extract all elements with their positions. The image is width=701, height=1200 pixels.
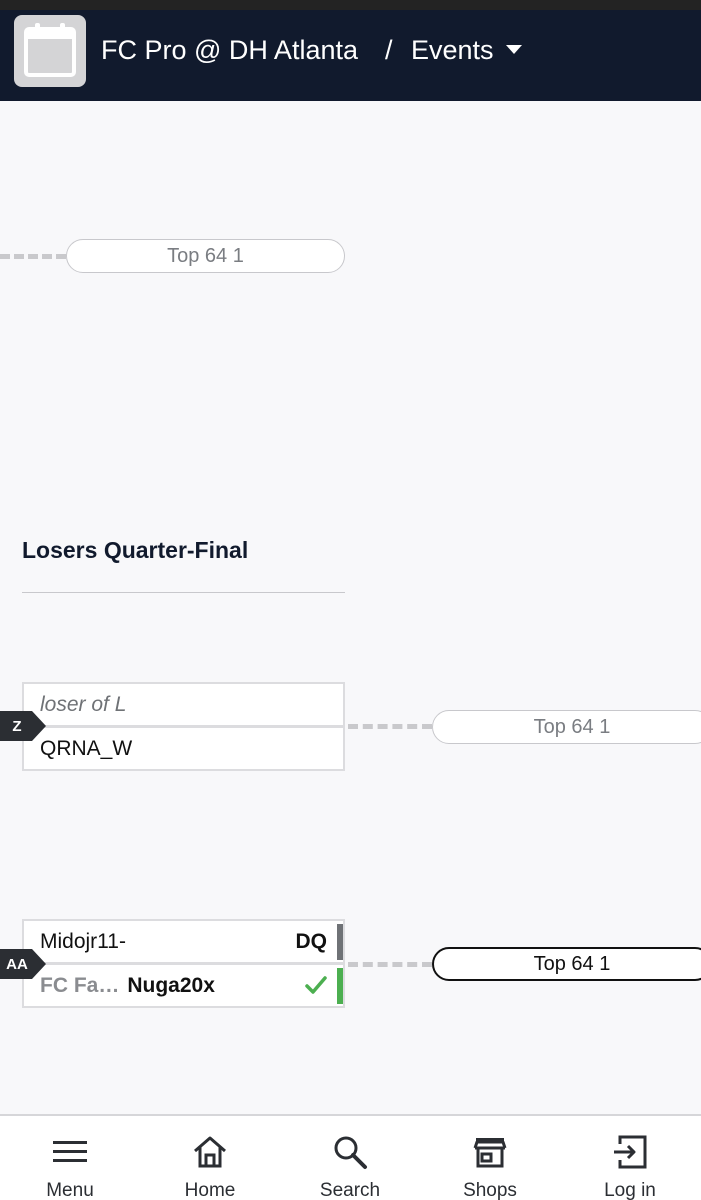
next-round-pill[interactable]: Top 64 1 [66, 239, 345, 273]
checkmark-icon [305, 976, 327, 994]
match-slot-top[interactable]: loser of L [24, 684, 343, 725]
shop-icon [473, 1138, 507, 1168]
nav-home[interactable]: Home [150, 1116, 270, 1200]
nav-shops[interactable]: Shops [430, 1116, 550, 1200]
caret-down-icon [505, 45, 522, 54]
next-round-pill[interactable]: Top 64 1 [432, 947, 701, 981]
match-slot-bottom[interactable]: QRNA_W [24, 728, 343, 769]
bracket-canvas: Top 64 1 Losers Quarter-Final loser of L… [0, 101, 701, 1114]
round-divider [22, 592, 345, 593]
match-score: DQ [295, 929, 328, 953]
match-tag: AA [0, 949, 46, 979]
next-round-pill[interactable]: Top 64 1 [432, 710, 701, 744]
nav-search[interactable]: Search [290, 1116, 410, 1200]
events-dropdown-label: Events [411, 34, 494, 65]
calendar-icon[interactable] [14, 15, 86, 87]
slot-divider [24, 962, 343, 965]
connector-line [348, 724, 432, 729]
pill-label: Top 64 1 [167, 244, 244, 267]
nav-menu[interactable]: Menu [10, 1116, 130, 1200]
hamburger-icon [53, 1141, 87, 1162]
bottom-nav: Menu Home Search Sho [0, 1114, 701, 1200]
status-strip [0, 0, 701, 10]
team-prefix: FC Fa… [40, 973, 120, 997]
slot-placeholder: loser of L [40, 692, 127, 716]
app-header: FC Pro @ DH Atlanta / Events [0, 10, 701, 101]
pill-label: Top 64 1 [533, 715, 611, 738]
player-name: Nuga20x [127, 973, 215, 997]
round-title: Losers Quarter-Final [22, 537, 249, 563]
nav-login[interactable]: Log in [570, 1116, 690, 1200]
nav-label: Menu [46, 1180, 94, 1200]
connector-line [348, 962, 432, 967]
nav-label: Search [319, 1180, 381, 1200]
match-slot-top[interactable]: Midojr11- DQ [24, 921, 343, 962]
match-slot-bottom[interactable]: FC Fa… Nuga20x [24, 965, 343, 1006]
events-dropdown[interactable]: Events [411, 10, 522, 90]
loss-indicator [337, 924, 343, 960]
nav-label: Home [184, 1180, 236, 1200]
login-icon [614, 1135, 647, 1169]
match-card[interactable]: Midojr11- DQ FC Fa… Nuga20x [22, 919, 345, 1008]
slot-divider [24, 725, 343, 728]
player-name: QRNA_W [40, 736, 133, 760]
nav-label: Log in [604, 1180, 656, 1200]
win-indicator [337, 968, 343, 1004]
match-card[interactable]: loser of L QRNA_W [22, 682, 345, 771]
connector-line [0, 254, 66, 259]
breadcrumb-event[interactable]: FC Pro @ DH Atlanta [101, 34, 358, 65]
search-icon [334, 1136, 367, 1169]
pill-label: Top 64 1 [533, 952, 611, 975]
home-icon [194, 1136, 226, 1168]
player-name: Midojr11- [40, 929, 126, 953]
nav-label: Shops [463, 1180, 517, 1200]
breadcrumb-separator: / [385, 34, 393, 65]
